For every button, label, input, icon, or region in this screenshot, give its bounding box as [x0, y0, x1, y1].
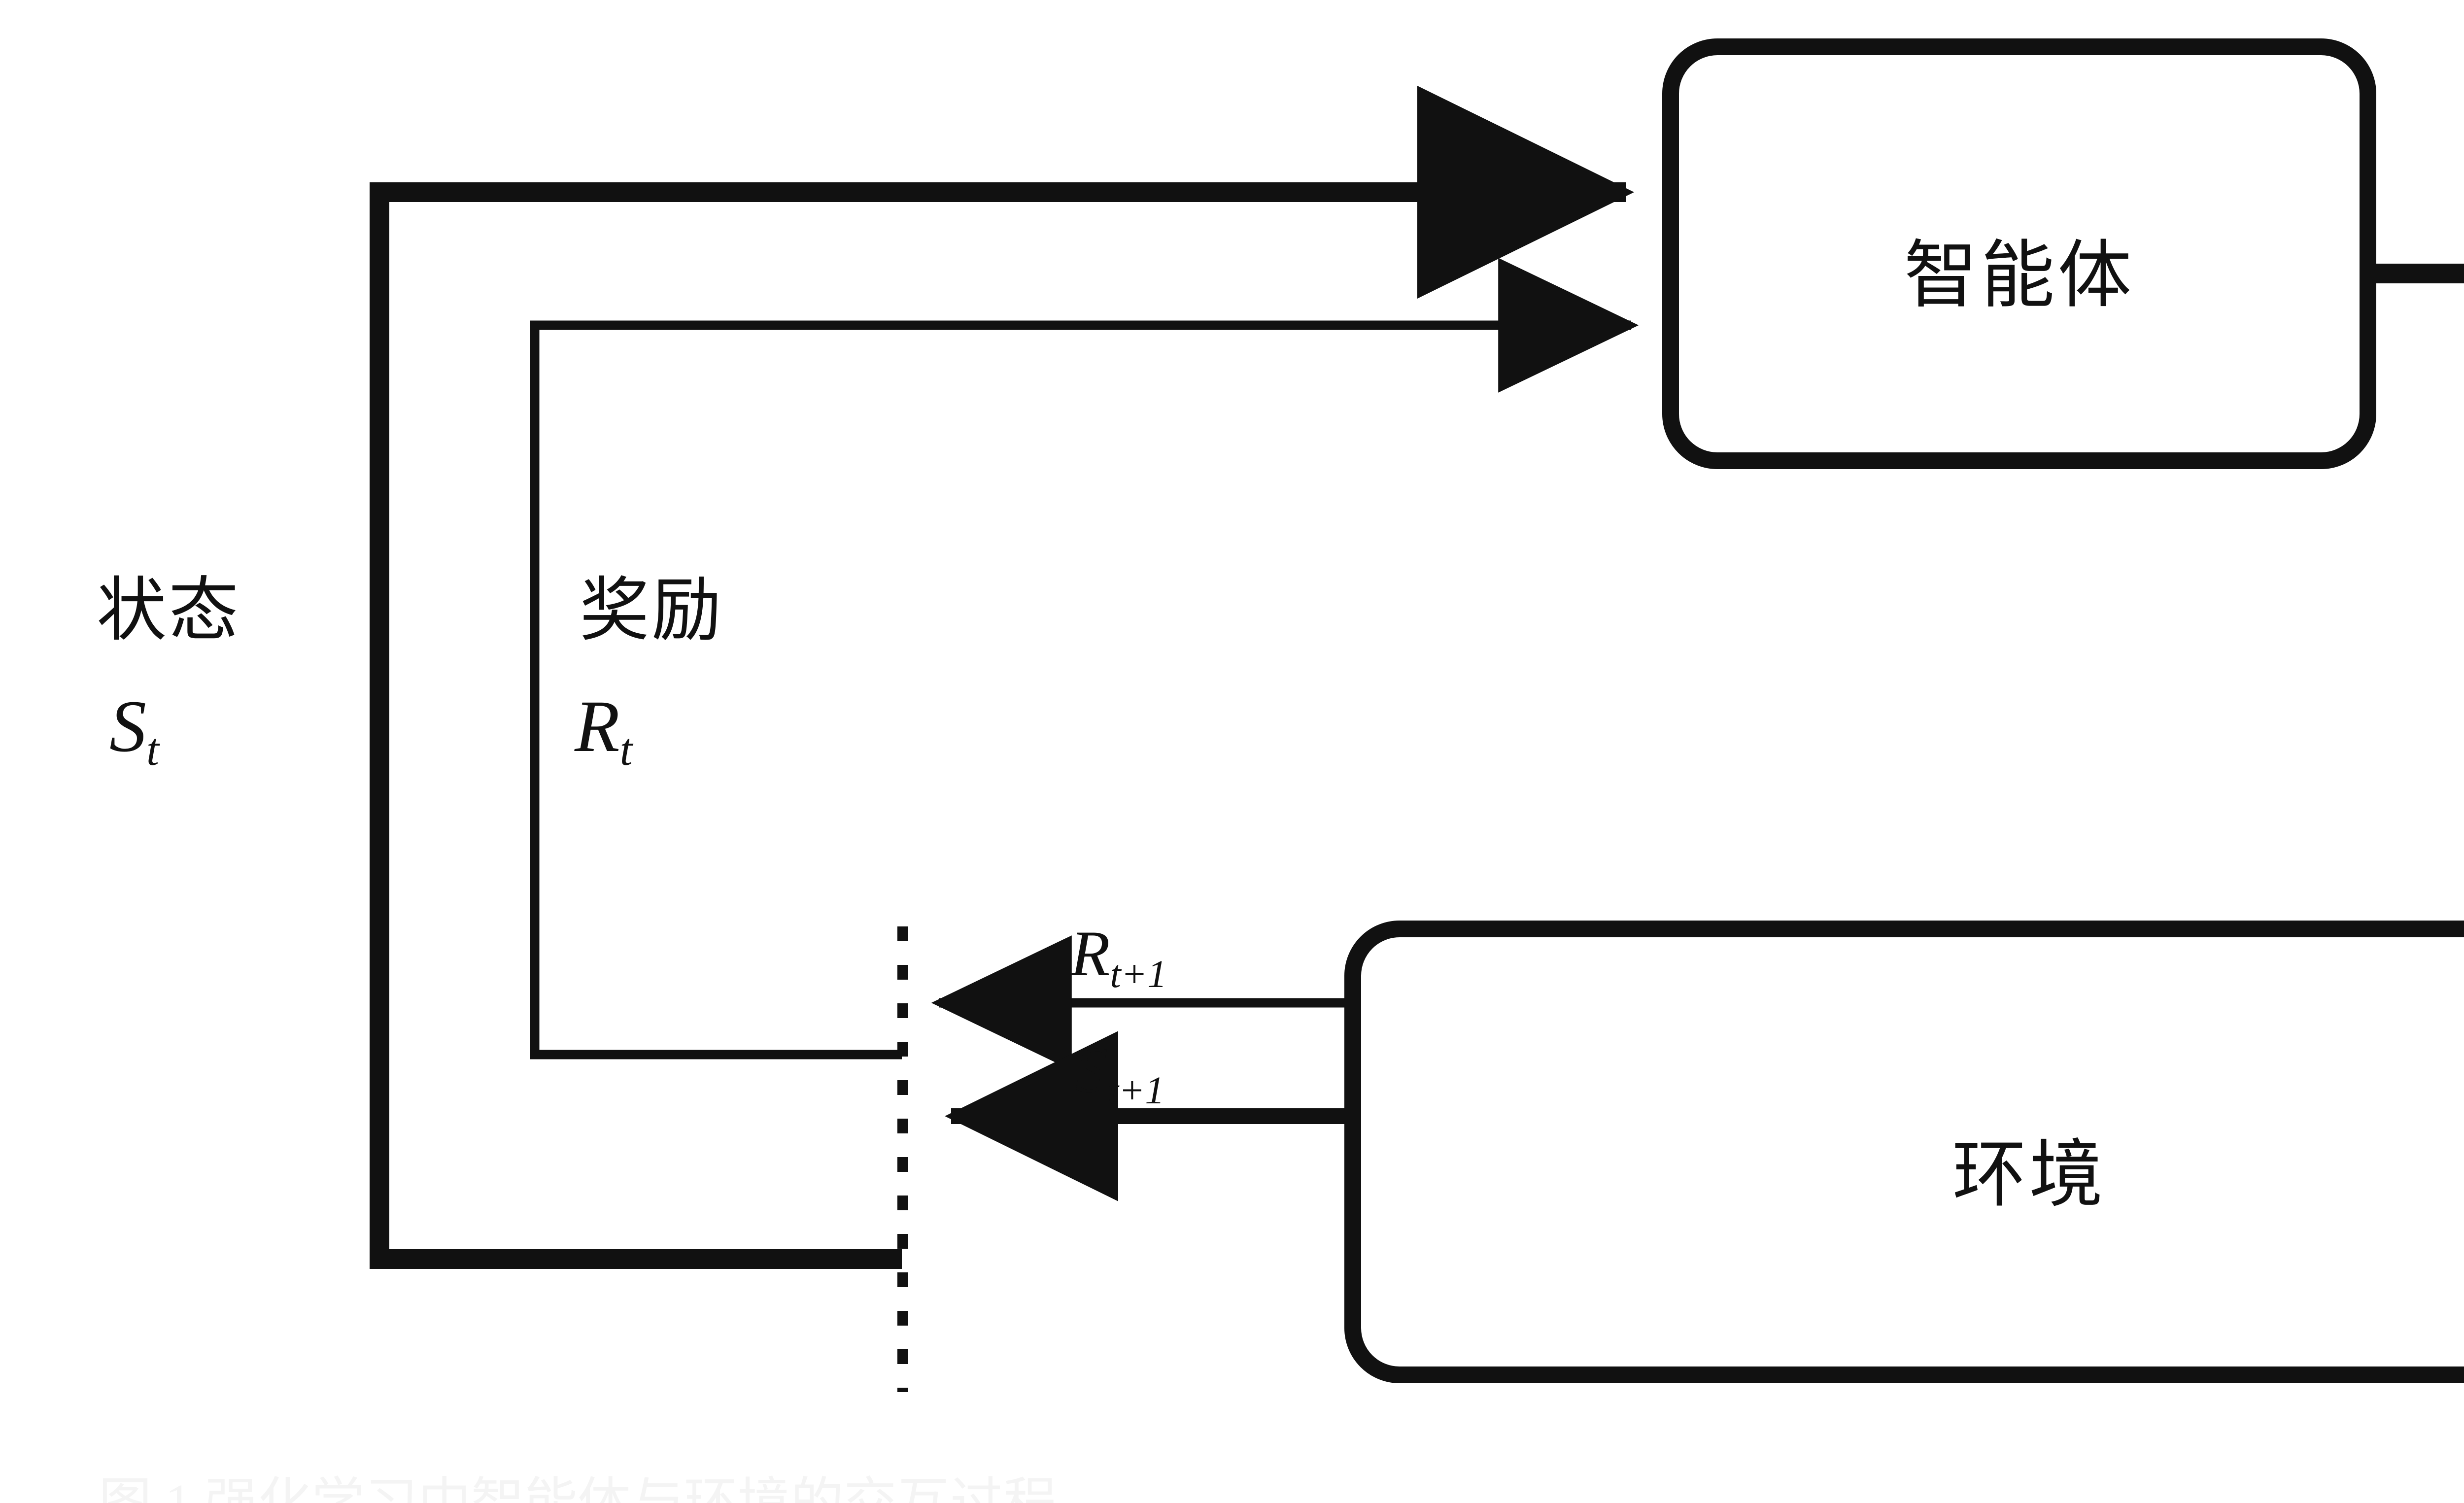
environment-label: 环境: [1952, 1134, 2106, 1216]
reward-next-label: Rt+1: [1070, 916, 1167, 997]
reward-next-base: R: [1070, 917, 1110, 990]
agent-label: 智能体: [1904, 235, 2135, 317]
state-next-label: St+1: [1075, 1032, 1164, 1113]
agent-box[interactable]: [1662, 38, 2376, 469]
environment-box[interactable]: [1344, 921, 2464, 1383]
reward-symbol-base: R: [575, 685, 620, 767]
state-symbol-base: S: [109, 685, 146, 767]
reward-loop-edge: [530, 258, 1639, 1059]
reward-symbol-subscript: t: [619, 724, 633, 775]
reward-label-text: 奖励: [580, 572, 723, 649]
state-next-base: S: [1075, 1033, 1108, 1106]
reward-symbol: Rt: [575, 684, 632, 776]
state-loop-edge: [370, 86, 1634, 1269]
state-symbol: St: [109, 684, 159, 776]
figure-caption: 图 1 强化学习中智能体与环境的交互过程: [99, 1460, 1057, 1503]
state-next-subscript: t+1: [1108, 1068, 1165, 1112]
state-symbol-subscript: t: [146, 724, 159, 775]
reward-next-subscript: t+1: [1110, 952, 1167, 996]
state-label-text: 状态: [97, 572, 240, 649]
